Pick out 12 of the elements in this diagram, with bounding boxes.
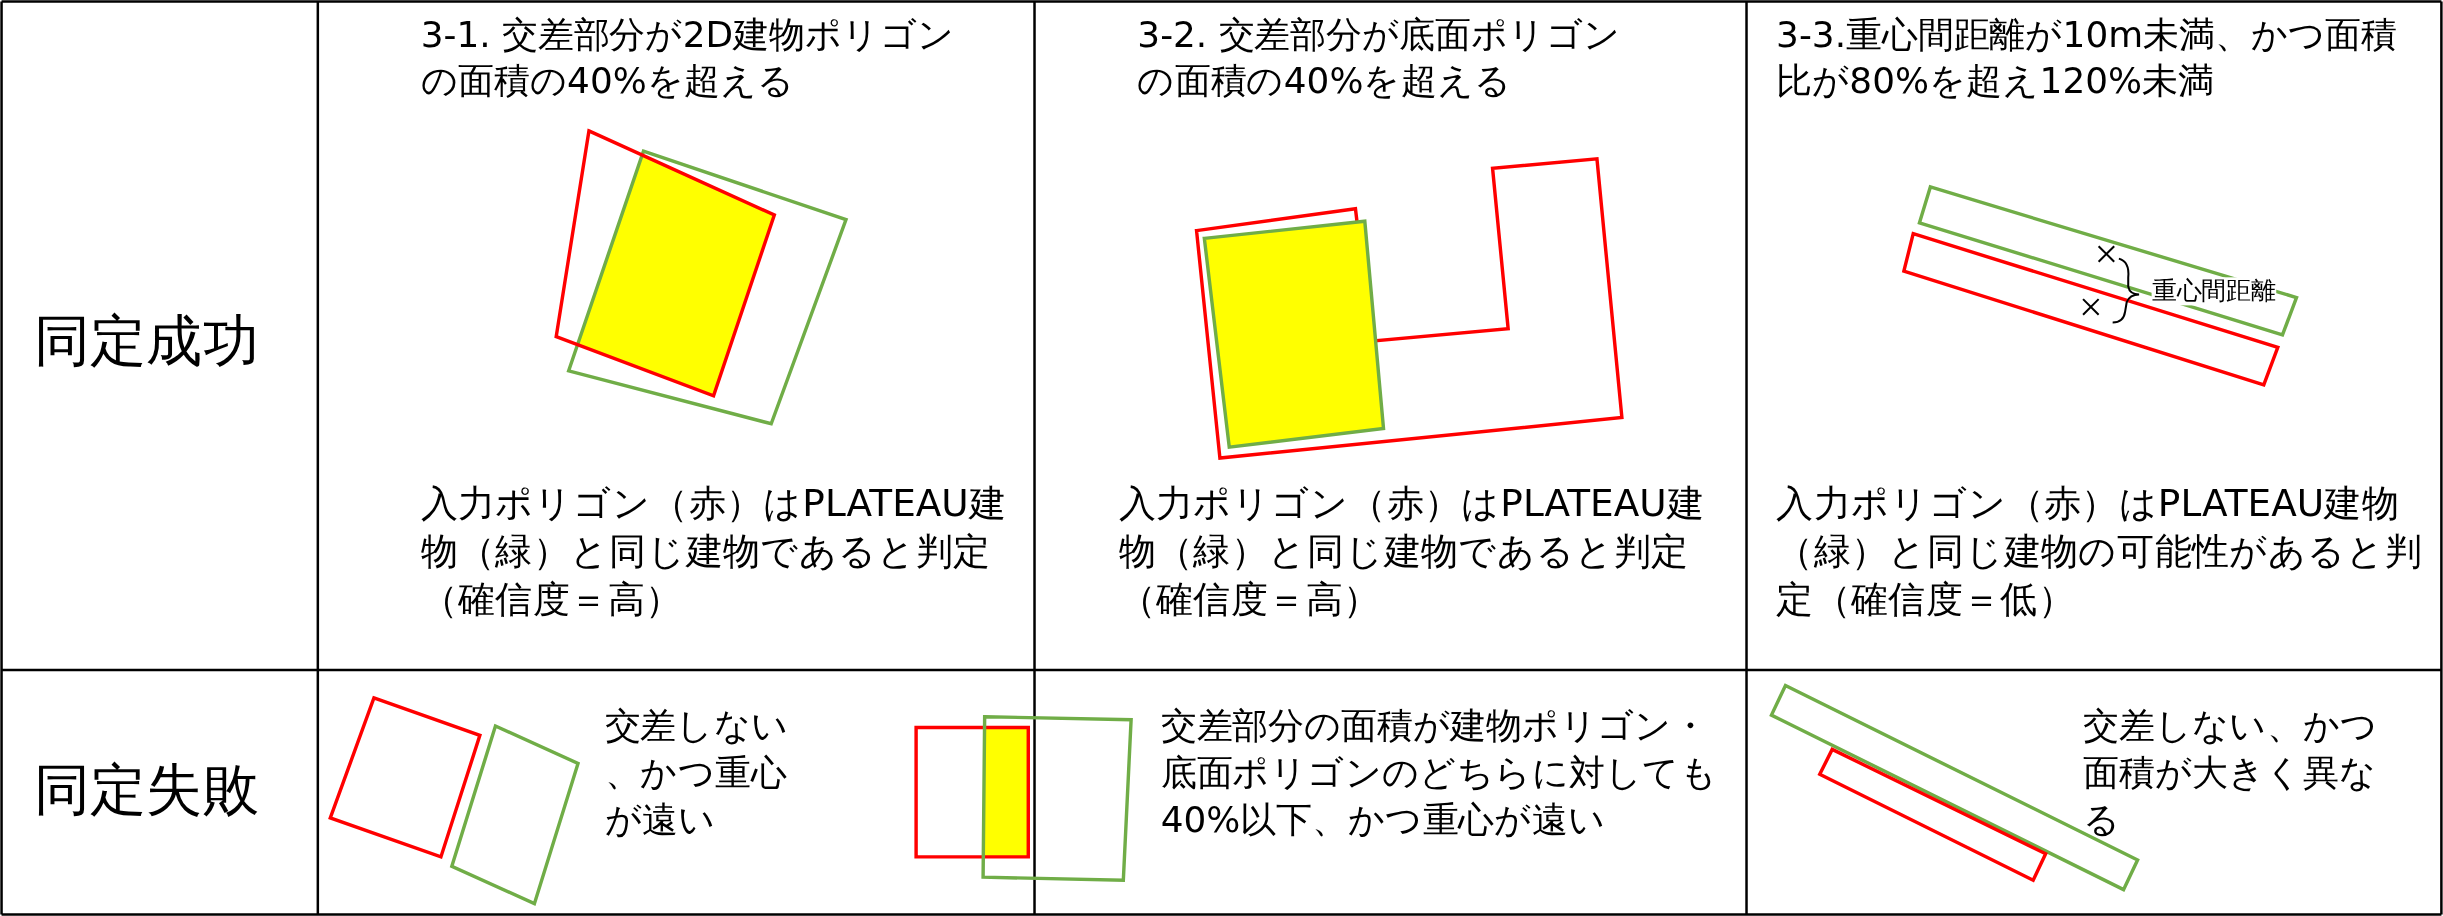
row-header: 同定成功 bbox=[34, 307, 260, 375]
failure-text: 交差しない、かつ面積が大きく異なる bbox=[2083, 704, 2379, 842]
condition-heading: 3-1. 交差部分が2D建物ポリゴンの面積の40%を超える bbox=[420, 13, 956, 104]
distance-label: 重心間距離 bbox=[2151, 277, 2277, 306]
condition-heading: 3-3.重心間距離が10m未満、かつ面積比が80%を超え120%未満 bbox=[1776, 13, 2399, 104]
failure-text: 交差しない、かつ重心が遠い bbox=[604, 704, 790, 842]
condition-heading: 3-2. 交差部分が底面ポリゴンの面積の40%を超える bbox=[1137, 13, 1622, 104]
result-text: 入力ポリゴン（赤）はPLATEAU建物（緑）と同じ建物であると判定（確信度＝高） bbox=[1118, 480, 1706, 625]
failure-text: 交差部分の面積が建物ポリゴン・底面ポリゴンのどちらに対しても40%以下、かつ重心が遠い bbox=[1160, 704, 1718, 842]
result-text: 入力ポリゴン（赤）はPLATEAU建物（緑）と同じ建物であると判定（確信度＝高） bbox=[420, 480, 1008, 625]
result-text: 入力ポリゴン（赤）はPLATEAU建物（緑）と同じ建物の可能性があると判定（確信度＝低） bbox=[1776, 480, 2424, 625]
row-header: 同定失敗 bbox=[34, 756, 260, 824]
